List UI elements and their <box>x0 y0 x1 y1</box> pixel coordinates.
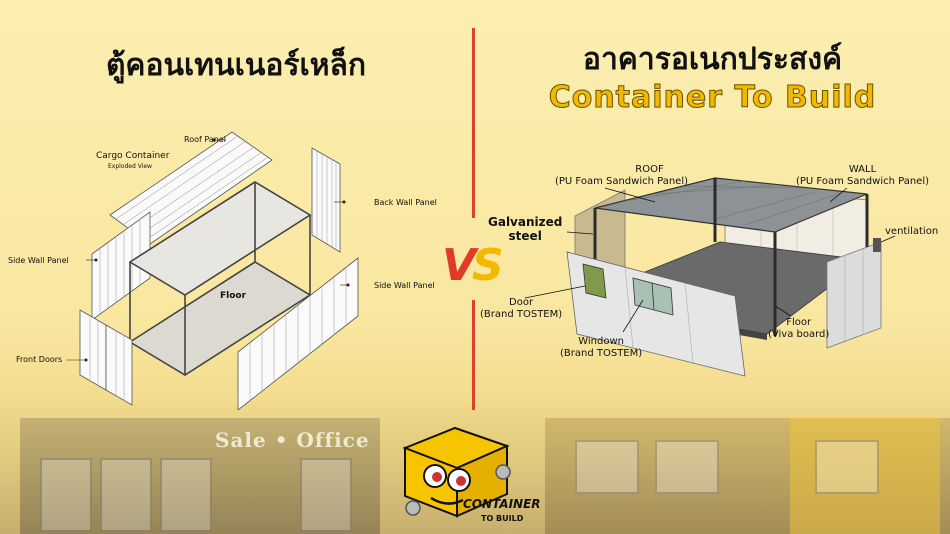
diagram-caption: Cargo Container <box>96 151 170 161</box>
building-window <box>575 440 639 494</box>
side-wall-panel-right-label: Side Wall Panel <box>374 281 435 290</box>
floor-right-label-line1: Floor <box>786 317 812 328</box>
front-doors-shape <box>79 309 133 406</box>
logo-line2: TO BUILD <box>481 514 524 523</box>
front-doors-label: Front Doors <box>16 355 63 364</box>
roof-label-line2: (PU Foam Sandwich Panel) <box>555 176 689 187</box>
vs-badge: V S <box>442 240 504 291</box>
right-wall-panel-shape <box>826 241 882 349</box>
wall-label-line2: (PU Foam Sandwich Panel) <box>796 176 930 187</box>
logo-hand-left <box>405 500 421 516</box>
cargo-container-exploded-diagram: Floor <box>66 131 359 410</box>
left-side-wall-panel-shape <box>91 211 151 321</box>
window-label-line2: (Brand TOSTEM) <box>560 348 643 359</box>
building-window <box>815 440 879 494</box>
window-label-line1: Windown <box>578 336 624 347</box>
side-wall-panel-left-label: Side Wall Panel <box>8 256 69 265</box>
roof-panel-label: Roof Panel <box>184 135 226 144</box>
logo-pupil-left <box>432 472 442 482</box>
center-divider-top <box>472 28 475 218</box>
yellow-container-module <box>790 418 940 534</box>
building-window <box>300 458 352 532</box>
right-title: อาคารอเนกประสงค์ <box>582 42 843 77</box>
wall-label-line1: WALL <box>848 164 877 175</box>
container-building <box>545 418 950 534</box>
door-label-line1: Door <box>509 297 534 308</box>
back-wall-panel-shape <box>311 147 341 253</box>
brand-title: Container To Build <box>548 80 877 116</box>
door-label: Door (Brand TOSTEM) <box>480 297 562 321</box>
building-window <box>100 458 152 532</box>
left-title: ตู้คอนเทนเนอร์เหล็ก <box>105 48 367 83</box>
leader-lines-right <box>524 187 896 333</box>
galvanized-label-line2: steel <box>508 229 542 243</box>
logo-line1: CONTAINER <box>463 497 541 511</box>
center-divider-bottom <box>472 300 475 410</box>
galvanized-steel-label: Galvanized steel <box>488 215 562 243</box>
ventilation-label: ventilation <box>885 226 939 237</box>
sale-office-building <box>20 418 380 534</box>
door-shape <box>582 263 607 299</box>
logo-hand-right <box>495 464 511 480</box>
container-frame <box>128 181 312 376</box>
roof-label-line1: ROOF <box>635 164 664 175</box>
ventilation-shape <box>873 238 881 252</box>
galvanized-label-line1: Galvanized <box>488 215 563 229</box>
roof-label: ROOF (PU Foam Sandwich Panel) <box>555 164 688 188</box>
logo-box-right <box>456 444 508 518</box>
window-label: Windown (Brand TOSTEM) <box>560 336 642 360</box>
building-window <box>40 458 92 532</box>
logo-pupil-right <box>456 476 466 486</box>
container-to-build-logo: CONTAINER TO BUILD <box>402 426 541 523</box>
container-to-build-diagram <box>524 177 896 377</box>
back-wall-panel-label: Back Wall Panel <box>374 198 437 207</box>
logo-smile <box>430 496 464 505</box>
diagram-subcaption: Exploded View <box>108 163 152 170</box>
wall-label: WALL (PU Foam Sandwich Panel) <box>796 164 929 188</box>
floor-right-label: Floor (Viva board) <box>768 317 829 341</box>
floor-label: Floor <box>220 291 247 301</box>
building-window <box>160 458 212 532</box>
floor-right-label-line2: (Viva board) <box>768 329 830 340</box>
door-label-line2: (Brand TOSTEM) <box>480 309 563 320</box>
vs-letter-s: S <box>472 240 504 291</box>
sale-office-sign: Sale • Office <box>215 428 370 452</box>
right-side-wall-panel-shape <box>237 257 359 410</box>
building-window <box>655 440 719 494</box>
vs-letter-v: V <box>442 240 479 291</box>
front-panel-shape <box>566 251 746 377</box>
